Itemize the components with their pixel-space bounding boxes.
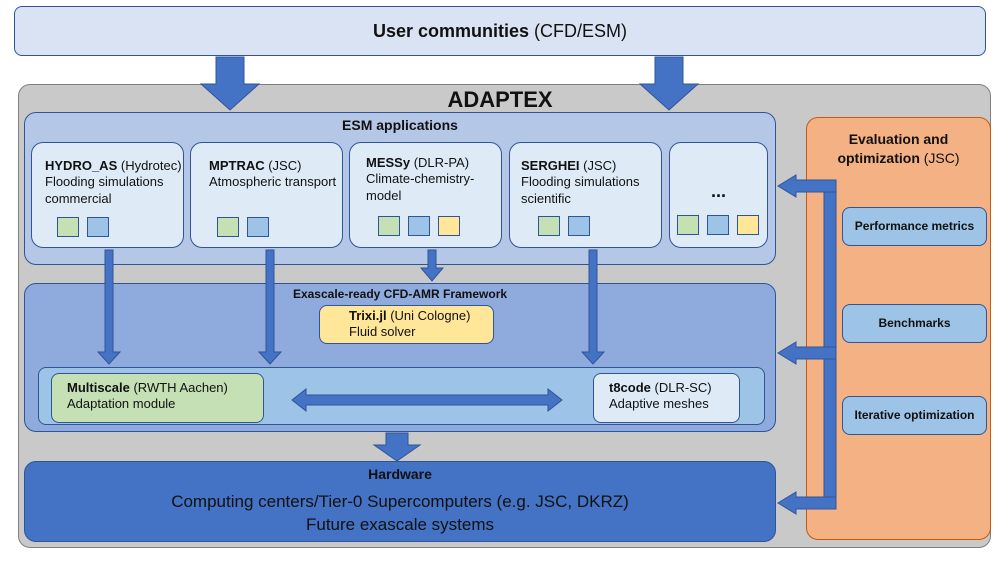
app-org: (JSC)	[579, 158, 617, 173]
app-name: HYDRO_AS	[45, 158, 118, 173]
hardware-line2: Future exascale systems	[305, 515, 494, 534]
evaluation-title: Evaluation and optimization (JSC)	[806, 130, 991, 168]
app-mptrac-text: MPTRAC (JSC) Atmospheric transport	[209, 158, 349, 191]
down-arrow-hydro	[96, 249, 122, 365]
multiscale-org: (RWTH Aachen)	[129, 380, 228, 395]
evaluation-title-org: (JSC)	[919, 149, 960, 166]
evaluation-title-line1: Evaluation and	[848, 131, 949, 147]
app-org: (Hydrotec)	[117, 158, 182, 173]
app-org: (JSC)	[264, 158, 302, 173]
trixi-box	[319, 305, 494, 344]
t8code-desc: Adaptive meshes	[609, 396, 709, 412]
t8code-box	[593, 373, 740, 423]
t8code-org: (DLR-SC)	[650, 380, 712, 395]
multiscale-box	[51, 373, 264, 423]
eval-item-performance-metrics: Performance metrics	[842, 207, 987, 246]
evaluation-title-line2: optimization	[837, 149, 920, 166]
user-communities-label: User communities	[372, 21, 530, 41]
down-arrow-user-right	[638, 56, 700, 111]
down-arrow-user-left	[199, 56, 261, 111]
app-org: (DLR-PA)	[410, 155, 470, 170]
app-name: SERGHEI	[521, 158, 580, 173]
multiscale-desc: Adaptation module	[67, 396, 176, 412]
multiscale-name: Multiscale	[67, 380, 130, 395]
app-more-ellipsis: ...	[710, 181, 726, 201]
multiscale-text: Multiscale (RWTH Aachen) Adaptation modu…	[67, 380, 262, 413]
adaptex-title: ADAPTEX	[447, 87, 553, 112]
blue-square	[568, 216, 590, 236]
left-arrow-to-hardware	[777, 491, 837, 515]
app-line3: scientific	[521, 190, 571, 206]
yellow-square	[737, 215, 759, 235]
down-arrow-mptrac	[257, 249, 283, 365]
app-line3: model	[366, 187, 402, 203]
down-arrow-messy	[419, 249, 445, 282]
app-line2: Climate-chemistry-	[366, 171, 475, 187]
framework-title: Exascale-ready CFD-AMR Framework	[292, 287, 508, 301]
t8code-text: t8code (DLR-SC) Adaptive meshes	[609, 380, 739, 413]
trixi-name: Trixi.jl	[349, 308, 387, 323]
trixi-text: Trixi.jl (Uni Cologne) Fluid solver	[349, 308, 494, 341]
eval-item-benchmarks: Benchmarks	[842, 304, 987, 343]
user-communities-suffix: (CFD/ESM)	[529, 21, 628, 41]
blue-square	[408, 216, 430, 236]
hardware-box	[24, 461, 776, 542]
esm-applications-title: ESM applications	[342, 117, 458, 133]
app-serghei-text: SERGHEI (JSC) Flooding simulations scien…	[521, 158, 661, 207]
green-square	[378, 216, 400, 236]
app-line3: commercial	[45, 190, 112, 206]
yellow-square	[438, 216, 460, 236]
app-line2: Atmospheric transport	[209, 174, 337, 190]
blue-square	[247, 217, 269, 237]
hardware-line1: Computing centers/Tier-0 Supercomputers …	[171, 492, 629, 511]
green-square	[57, 217, 79, 237]
trixi-org: (Uni Cologne)	[386, 308, 471, 323]
green-square	[217, 217, 239, 237]
trixi-desc: Fluid solver	[349, 324, 416, 340]
blue-square	[87, 217, 109, 237]
hardware-title: Hardware	[368, 466, 432, 482]
app-line2: Flooding simulations	[45, 174, 164, 190]
left-arrow-to-framework	[777, 341, 837, 365]
t8code-name: t8code	[609, 380, 651, 395]
app-line2: Flooding simulations	[521, 174, 640, 190]
app-hydro-as-text: HYDRO_AS (Hydrotec) Flooding simulations…	[45, 158, 183, 207]
green-square	[538, 216, 560, 236]
down-arrow-framework-hardware	[372, 432, 422, 462]
blue-square	[707, 215, 729, 235]
app-name: MPTRAC	[209, 158, 265, 173]
eval-item-iterative-optimization: Iterative optimization	[842, 396, 987, 435]
down-arrow-serghei	[580, 249, 606, 365]
green-square	[677, 215, 699, 235]
app-messy-text: MESSy (DLR-PA) Climate-chemistry- model	[366, 155, 498, 204]
evaluation-connector-bar	[823, 179, 837, 510]
double-arrow-multiscale-t8code	[291, 387, 563, 413]
app-name: MESSy	[366, 155, 411, 170]
user-communities-box: User communities (CFD/ESM)	[14, 6, 986, 56]
left-arrow-to-esm	[777, 174, 837, 198]
